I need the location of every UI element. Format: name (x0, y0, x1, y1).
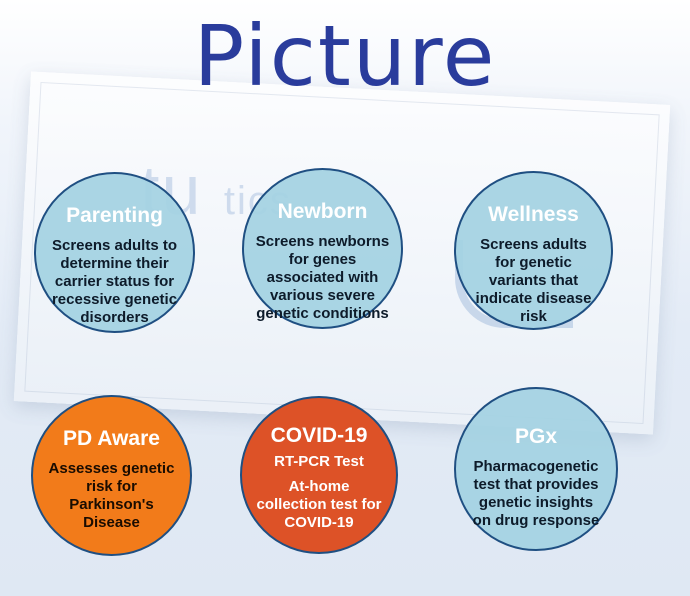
product-circle-pd-aware: PD Aware Assesses genetic risk for Parki… (31, 395, 192, 556)
product-description: Screens adults for genetic variants that… (475, 236, 592, 325)
product-title: PGx (514, 425, 558, 448)
product-circle-wellness: Wellness Screens adults for genetic vari… (454, 171, 613, 330)
product-title: Wellness (488, 203, 579, 226)
product-description: Pharmacogenetic test that provides genet… (472, 458, 600, 529)
product-title: COVID-19 (270, 424, 368, 447)
product-title: PD Aware (63, 427, 160, 450)
product-circle-covid-19: COVID-19 RT-PCR Test At-home collection … (240, 396, 398, 554)
brand-logo: Picture (193, 7, 497, 105)
product-description: Assesses genetic risk for Parkinson's Di… (48, 460, 175, 531)
product-description: At-home collection test for COVID-19 (256, 478, 382, 531)
product-title: Newborn (277, 200, 368, 223)
product-description: Screens newborns for genes associated wi… (255, 233, 390, 322)
product-circle-parenting: Parenting Screens adults to determine th… (34, 172, 195, 333)
product-subtitle: RT-PCR Test (274, 453, 364, 470)
product-title: Parenting (66, 204, 163, 227)
product-description: Screens adults to determine their carrie… (51, 237, 178, 326)
product-circle-newborn: Newborn Screens newborns for genes assoc… (242, 168, 403, 329)
product-circle-pgx: PGx Pharmacogenetic test that provides g… (454, 387, 618, 551)
